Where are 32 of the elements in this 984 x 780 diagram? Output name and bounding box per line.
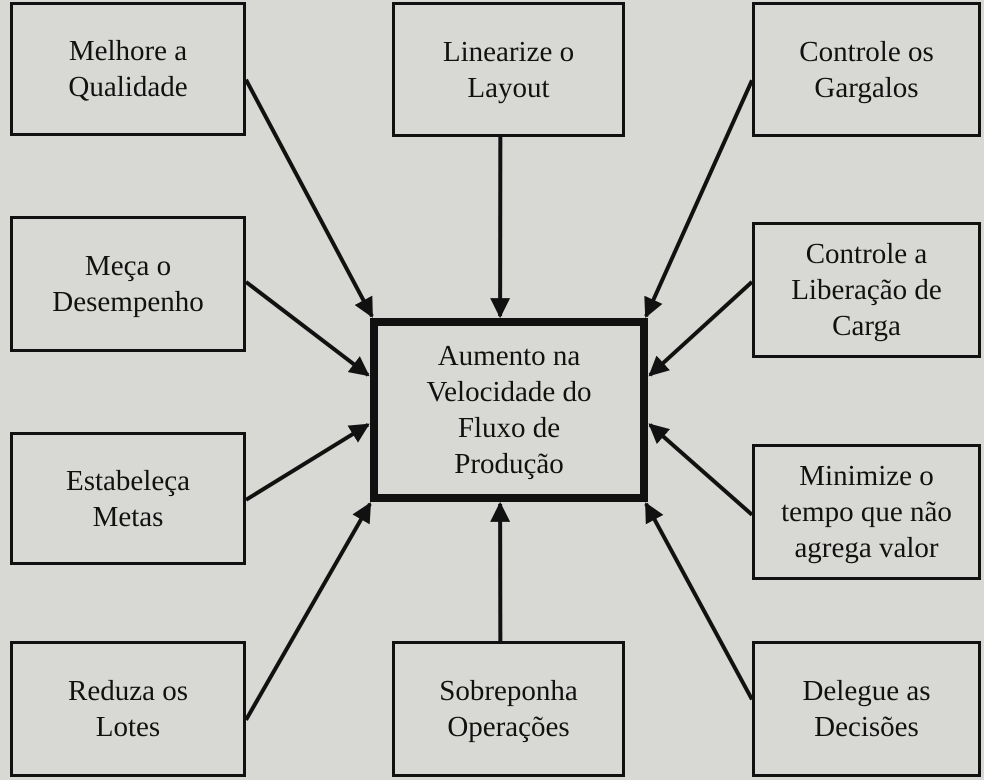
box-label: Melhore a Qualidade: [67, 34, 189, 105]
arrow: [644, 502, 754, 700]
box-label: Sobreponha Operações: [438, 674, 579, 745]
arrow: [244, 502, 372, 721]
box-label: Estabeleça Metas: [65, 464, 191, 534]
action-box: [752, 444, 981, 580]
box-label: Controle a Liberação de Carga: [790, 237, 943, 344]
box-label: Controle os Gargalos: [798, 34, 935, 106]
action-box: [752, 222, 981, 358]
box-label: Meça o Desempenho: [51, 249, 205, 320]
action-box: [392, 641, 625, 777]
arrow: [244, 423, 370, 502]
goal-box: [370, 318, 648, 502]
arrow: [244, 78, 374, 318]
arrow: [648, 280, 754, 377]
box-label: Aumento na Velocidade do Fluxo de Produção: [425, 339, 593, 482]
box-label: Minimize o tempo que não agrega valor: [780, 459, 953, 566]
action-box: [10, 216, 246, 352]
box-label: Delegue as Decisões: [801, 674, 932, 745]
action-box: [752, 2, 981, 137]
action-box: [392, 2, 625, 137]
arrow: [648, 423, 754, 516]
arrow: [644, 79, 754, 318]
arrow: [490, 137, 510, 318]
box-label: Linearize o Layout: [442, 34, 576, 106]
action-box: [10, 432, 246, 565]
action-box: [752, 641, 981, 777]
arrow: [244, 280, 370, 377]
action-box: [10, 641, 246, 777]
box-label: Reduza os Lotes: [67, 674, 189, 745]
action-box: [10, 2, 246, 136]
arrow: [490, 502, 510, 641]
